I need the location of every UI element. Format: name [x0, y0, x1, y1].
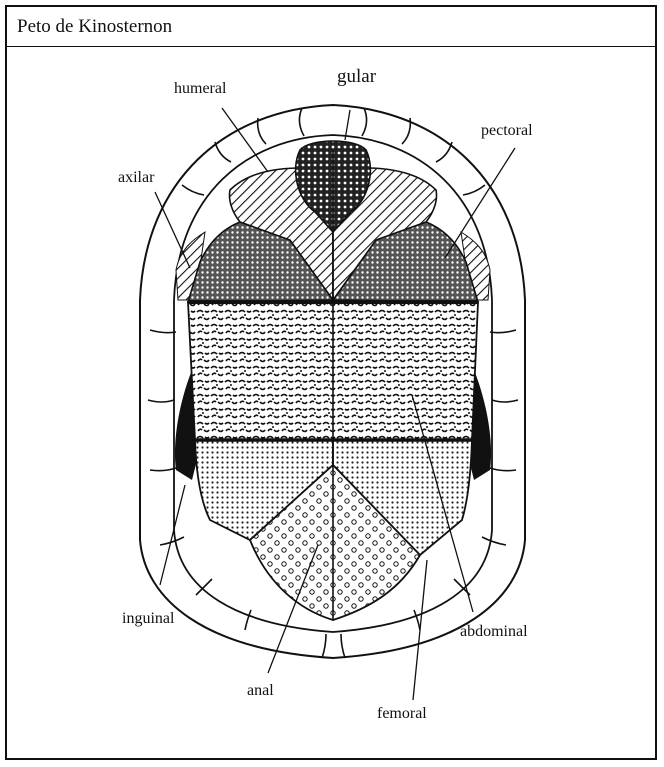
- label-gular: gular: [337, 66, 377, 87]
- label-humeral: humeral: [174, 80, 227, 97]
- label-pectoral: pectoral: [481, 122, 533, 139]
- label-inguinal: inguinal: [122, 610, 175, 627]
- label-abdominal: abdominal: [460, 623, 528, 640]
- label-axilar: axilar: [118, 169, 155, 186]
- label-anal: anal: [247, 682, 274, 699]
- label-femoral: femoral: [377, 705, 427, 722]
